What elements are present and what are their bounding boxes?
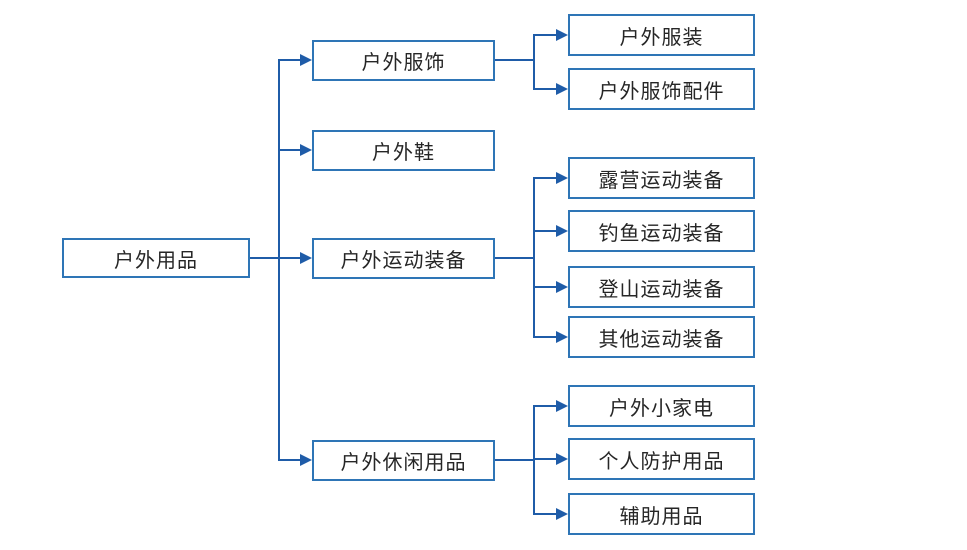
arrowhead-icon [556,83,568,95]
node-root: 户外用品 [62,238,250,278]
node-l3-2-0: 露营运动装备 [568,157,755,199]
connector-hline [534,177,556,179]
node-l2-2: 户外运动装备 [312,237,495,279]
connector-hline [279,59,300,61]
connector-vline [533,177,535,338]
connector-hline [495,59,535,61]
connector-hline [534,513,556,515]
arrowhead-icon [556,400,568,412]
connector-hline [534,286,556,288]
connector-vline [533,34,535,90]
arrowhead-icon [556,225,568,237]
connector-hline [534,230,556,232]
connector-hline [279,459,300,461]
connector-hline [279,257,300,259]
node-l3-0-0: 户外服装 [568,14,755,56]
arrowhead-icon [556,172,568,184]
node-l2-1: 户外鞋 [312,129,495,171]
node-l3-3-1: 个人防护用品 [568,438,755,480]
arrowhead-icon [556,508,568,520]
node-l3-3-2: 辅助用品 [568,493,755,535]
connector-hline [534,336,556,338]
connector-hline [495,257,535,259]
arrowhead-icon [300,144,312,156]
arrowhead-icon [300,54,312,66]
arrowhead-icon [556,453,568,465]
arrowhead-icon [300,454,312,466]
connector-hline [534,88,556,90]
node-l3-2-1: 钓鱼运动装备 [568,210,755,252]
node-l3-0-1: 户外服饰配件 [568,68,755,110]
arrowhead-icon [556,331,568,343]
connector-hline [534,34,556,36]
connector-hline [250,257,280,259]
node-l3-3-0: 户外小家电 [568,385,755,427]
node-l3-2-3: 其他运动装备 [568,316,755,358]
node-l2-0: 户外服饰 [312,39,495,81]
arrowhead-icon [300,252,312,264]
connector-hline [534,458,556,460]
connector-hline [279,149,300,151]
arrowhead-icon [556,29,568,41]
node-l3-2-2: 登山运动装备 [568,266,755,308]
node-l2-3: 户外休闲用品 [312,439,495,481]
arrowhead-icon [556,281,568,293]
connector-vline [278,59,280,461]
connector-vline [533,405,535,515]
connector-hline [495,459,535,461]
connector-hline [534,405,556,407]
